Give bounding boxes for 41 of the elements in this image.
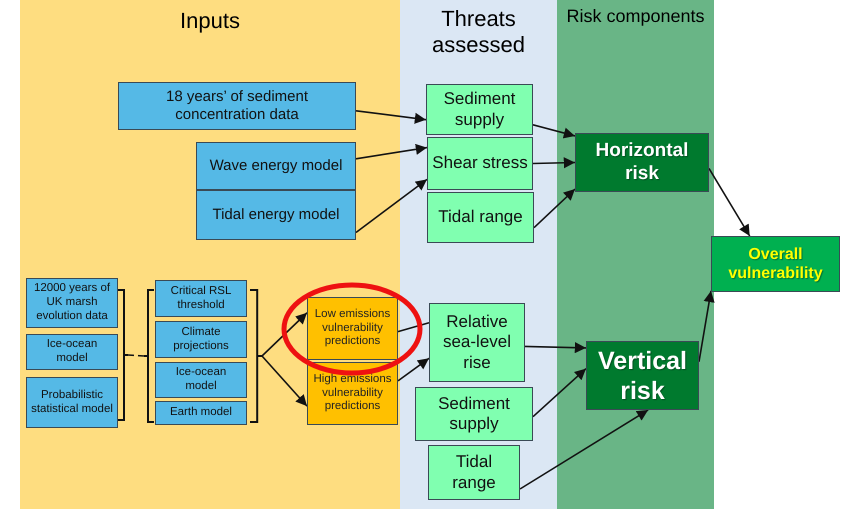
connector-line: [128, 354, 144, 357]
column-panel: [557, 0, 714, 509]
column-heading: Inputs: [179, 8, 241, 34]
input-box: Earth model: [155, 401, 247, 425]
threat-box: Shear stress: [427, 137, 533, 190]
arrow: [708, 168, 750, 236]
threat-box: Sediment supply: [415, 387, 533, 441]
arrow: [532, 124, 576, 138]
arrow: [398, 358, 430, 382]
threat-box: Tidal range: [427, 192, 534, 243]
input-box: Wave energy model: [196, 142, 356, 190]
threat-box: Relative sea-level rise: [429, 303, 525, 382]
arrow: [261, 312, 308, 357]
input-box: Climate projections: [155, 321, 247, 358]
arrow: [356, 144, 428, 160]
threat-box: Sediment supply: [426, 84, 533, 135]
arrow: [520, 409, 649, 490]
input-box: Tidal energy model: [196, 190, 356, 240]
prediction-box: Low emissions vulnerability predictions: [307, 297, 398, 360]
arrow: [532, 157, 576, 168]
arrow: [532, 368, 587, 418]
arrow: [261, 355, 308, 407]
arrow: [524, 342, 586, 354]
result-box: Overall vulnerability: [711, 236, 840, 292]
prediction-box: High emissions vulnerability predictions: [307, 362, 398, 425]
arrow: [533, 188, 576, 228]
input-box: Ice-ocean model: [26, 334, 118, 370]
arrow: [698, 290, 715, 362]
input-box: 12000 years of UK marsh evolution data: [26, 278, 118, 328]
arrow: [356, 110, 426, 124]
column-heading: Risk components: [565, 6, 706, 28]
risk-box: Horizontal risk: [575, 133, 709, 192]
column-heading: Threats assessed: [431, 6, 526, 59]
input-box: Ice-ocean model: [155, 362, 247, 398]
input-box: Critical RSL threshold: [155, 280, 247, 317]
risk-box: Vertical risk: [586, 341, 699, 410]
input-box: Probabilistic statistical model: [26, 377, 118, 428]
column-panel: [400, 0, 557, 509]
arrow: [356, 178, 428, 234]
threat-box: Tidal range: [428, 445, 520, 500]
input-box: 18 years’ of sediment concentration data: [118, 82, 356, 130]
